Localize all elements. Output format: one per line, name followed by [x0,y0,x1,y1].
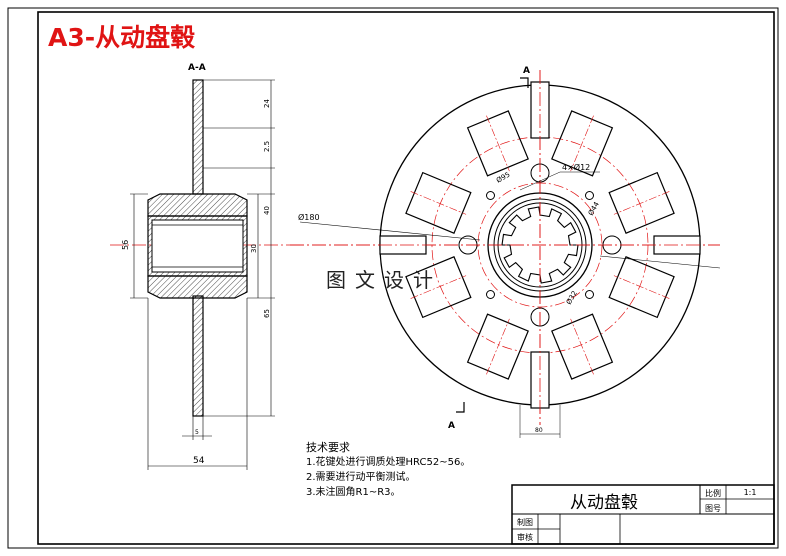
drawn-label: 制图 [517,518,533,527]
tech-item: 1.花键处进行调质处理HRC52~56。 [306,457,471,468]
dim-holes-label: 4×Ø12 [562,162,590,172]
drawing-no-label: 图号 [705,504,721,513]
window-centerline [613,275,670,299]
window-centerline [410,191,467,215]
tech-item: 2.需要进行动平衡测试。 [306,472,416,483]
tech-requirements-heading: 技术要求 [306,441,350,454]
part-name: 从动盘毂 [570,493,638,513]
checked-label: 审核 [517,533,533,542]
tech-item: 3.未注圆角R1~R3。 [306,487,401,498]
section-view [110,79,300,470]
section-marker-bottom: A [448,421,455,431]
scale-label: 比例 [705,489,721,498]
window-centerline [486,318,510,375]
watermark-text: 图文设计 [326,268,442,292]
tech-requirements: 技术要求 1.花键处进行调质处理HRC52~56。 2.需要进行动平衡测试。 3… [306,440,470,500]
scale-value: 1:1 [743,488,757,497]
small-hole [486,289,496,299]
window-centerline [570,318,594,375]
window-group [405,110,675,380]
dim-80-label: 80 [535,427,543,434]
section-marker-top: A [523,66,530,76]
dim-180-label: Ø180 [298,212,320,222]
dim-56-label: 56 [121,240,130,250]
outer-border [7,7,779,549]
dim-40-label: 40 [263,206,271,215]
dim-65-label: 65 [263,309,271,318]
dim-44-label: Ø44 [587,200,601,217]
dim-24-label: 24 [263,99,271,108]
dim-25-label: 2.5 [263,141,271,152]
title-block [511,484,775,545]
dim-95-label: Ø95 [495,171,511,185]
drawing-title: A3-从动盘毂 [48,23,196,52]
window-centerline [486,115,510,172]
small-hole [486,191,496,201]
dim-54-label: 54 [193,456,205,466]
small-hole [584,191,594,201]
dim-32-label: Ø32 [565,290,579,306]
inner-border [37,11,775,545]
dim-5-label: 5 [195,429,199,436]
small-hole [584,289,594,299]
dim-30-label: 30 [250,244,258,253]
window-centerline [613,191,670,215]
section-label: A-A [188,63,206,73]
window-centerline [410,275,467,299]
window-centerline [570,115,594,172]
